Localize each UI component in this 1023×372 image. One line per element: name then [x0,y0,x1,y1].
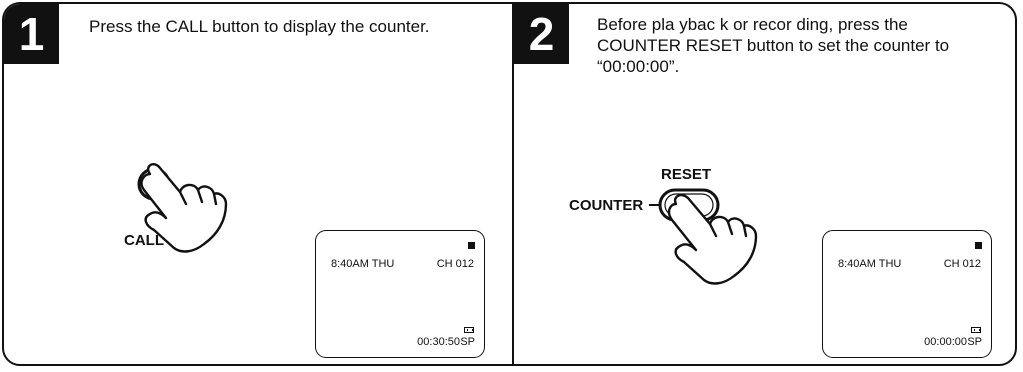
display-speed: SP [460,336,475,348]
step-2-instruction: Before pla ybac k or recor ding, press t… [597,14,987,77]
cassette-icon [464,327,474,333]
display-counter: 00:30:50 [417,336,460,348]
counter-button-label: COUNTER [569,197,643,214]
call-button-label: CALL [124,232,164,249]
reset-button-label: RESET [661,166,711,183]
cassette-icon [971,327,981,333]
display-channel: CH 012 [437,258,474,270]
display-channel: CH 012 [944,258,981,270]
instruction-panel: 1 Press the CALL button to display the c… [2,2,1017,366]
display-time: 8:40AM THU [331,258,394,270]
display-speed: SP [967,336,982,348]
tv-display-step-1: 8:40AM THU CH 012 00:30:50 SP [315,230,485,358]
tv-display-step-2: 8:40AM THU CH 012 00:00:00 SP [822,230,992,358]
step-2-number-badge: 2 [514,4,569,64]
display-counter: 00:00:00 [924,336,967,348]
stop-square-icon [468,242,475,249]
stop-square-icon [975,242,982,249]
display-time: 8:40AM THU [838,258,901,270]
